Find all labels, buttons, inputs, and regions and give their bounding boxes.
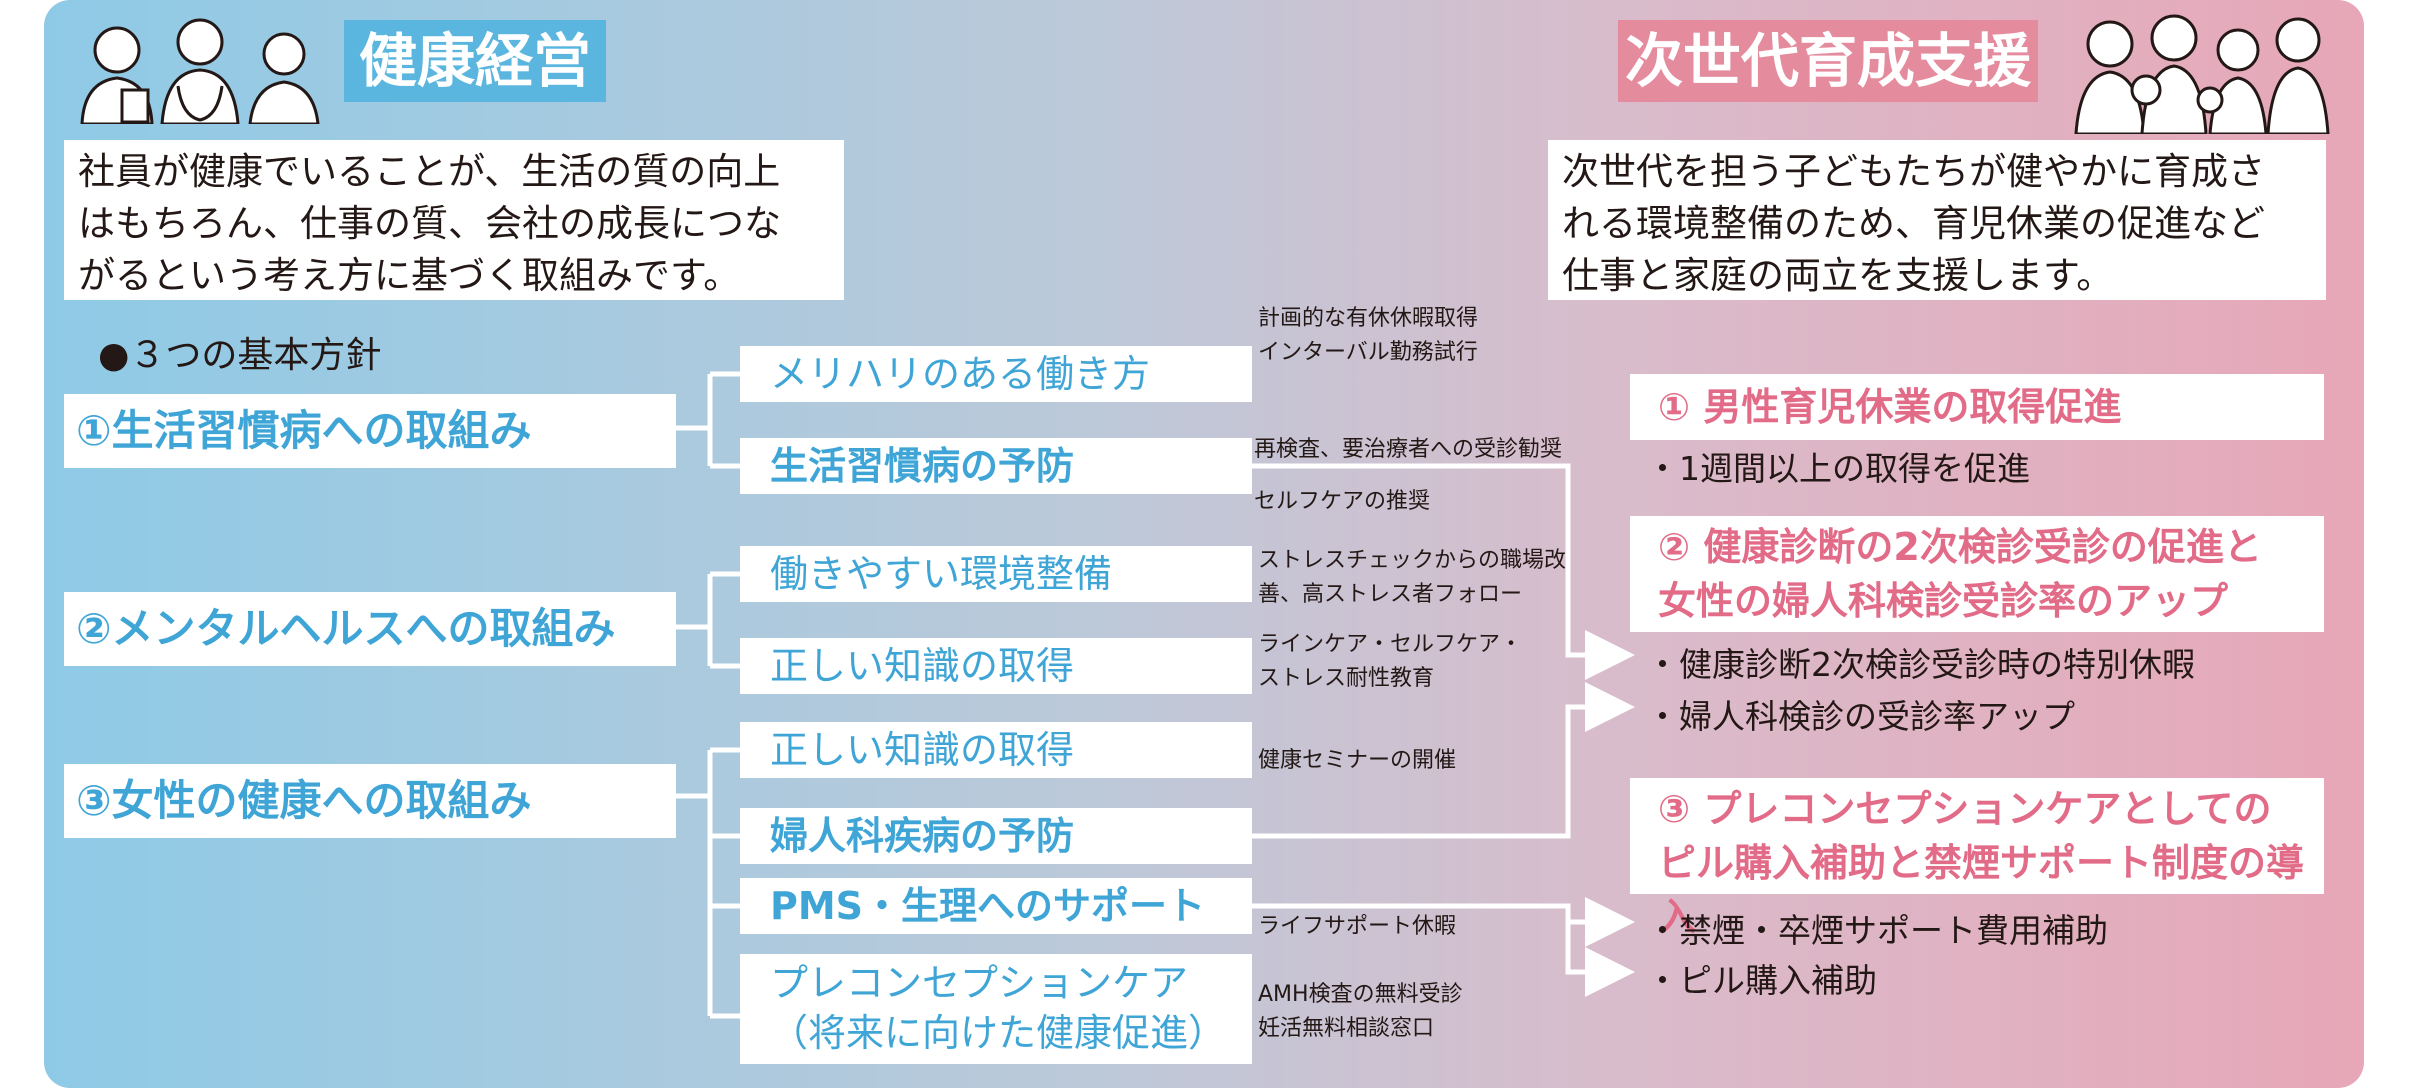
item-work-style: メリハリのある働き方 — [740, 346, 1252, 402]
section-preconception-support: ③ プレコンセプションケアとしての ピル購入補助と禁煙サポート制度の導入 — [1630, 778, 2324, 894]
item-lifestyle-prevention: 生活習慣病の予防 — [740, 438, 1252, 494]
policy-heading: ●３つの基本方針 — [98, 326, 381, 378]
next-gen-intro-box: 次世代を担う子どもたちが健やかに育成さ れる環境整備のため、育児休業の促進など … — [1548, 140, 2326, 300]
health-intro-line: はもちろん、仕事の質、会社の成長につな — [78, 198, 830, 250]
section-health-checkup: ② 健康診断の2次検診受診の促進と 女性の婦人科検診受診率のアップ — [1630, 516, 2324, 632]
checkup-special-leave-item: ・健康診断2次検診受診時の特別休暇 — [1646, 638, 2195, 686]
item-women-knowledge: 正しい知識の取得 — [740, 722, 1252, 778]
item-mental-knowledge: 正しい知識の取得 — [740, 638, 1252, 694]
smoking-support-item: ・禁煙・卒煙サポート費用補助 — [1646, 904, 2108, 952]
category-mental-health: ②メンタルヘルスへの取組み — [64, 592, 676, 666]
note-leave: 計画的な有休休暇取得 インターバル勤務試行 — [1258, 302, 1478, 370]
next-gen-intro-line: 仕事と家庭の両立を支援します。 — [1562, 250, 2312, 302]
next-generation-title: 次世代育成支援 — [1618, 20, 2038, 102]
pill-subsidy-item: ・ピル購入補助 — [1646, 954, 1877, 1002]
note-stress-check: ストレスチェックからの職場改 善、高ストレス者フォロー — [1258, 544, 1566, 612]
gynecology-rate-item: ・婦人科検診の受診率アップ — [1646, 690, 2075, 738]
item-pms-support: PMS・生理へのサポート — [740, 878, 1252, 934]
health-intro-line: 社員が健康でいることが、生活の質の向上 — [78, 146, 830, 198]
note-line-care: ラインケア・セルフケア・ ストレス耐性教育 — [1258, 628, 1522, 696]
health-management-title: 健康経営 — [344, 20, 606, 102]
next-gen-intro-line: れる環境整備のため、育児休業の促進など — [1562, 198, 2312, 250]
note-amh: AMH検査の無料受診 妊活無料相談窓口 — [1258, 978, 1463, 1046]
note-seminar: 健康セミナーの開催 — [1258, 744, 1456, 778]
note-recheck: 再検査、要治療者への受診勧奨 セルフケアの推奨 — [1254, 424, 1562, 528]
health-intro-box: 社員が健康でいることが、生活の質の向上 はもちろん、仕事の質、会社の成長につな … — [64, 140, 844, 300]
category-women-health: ③女性の健康への取組み — [64, 764, 676, 838]
note-life-support: ライフサポート休暇 — [1258, 910, 1456, 944]
section-paternity-leave: ① 男性育児休業の取得促進 — [1630, 374, 2324, 440]
item-gynecology-prevention: 婦人科疾病の予防 — [740, 808, 1252, 864]
item-preconception-care: プレコンセプションケア （将来に向けた健康促進） — [740, 954, 1252, 1064]
paternity-leave-item: ・1週間以上の取得を促進 — [1646, 442, 2030, 490]
health-intro-line: がるという考え方に基づく取組みです。 — [78, 250, 830, 302]
category-lifestyle-disease: ①生活習慣病への取組み — [64, 394, 676, 468]
item-work-environment: 働きやすい環境整備 — [740, 546, 1252, 602]
medical-staff-illustration — [72, 12, 332, 124]
family-illustration — [2070, 8, 2340, 134]
next-gen-intro-line: 次世代を担う子どもたちが健やかに育成さ — [1562, 146, 2312, 198]
